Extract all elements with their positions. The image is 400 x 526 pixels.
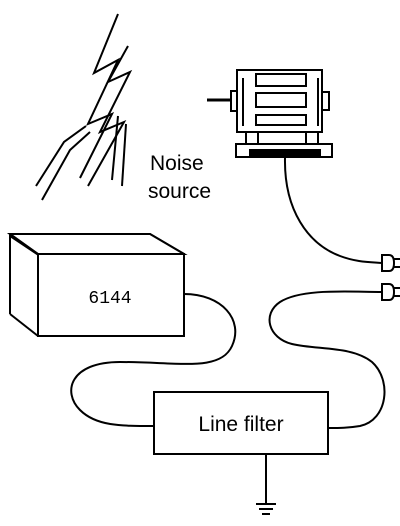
instrument-label: 6144: [88, 289, 131, 309]
noise-label-line2: source: [148, 180, 211, 203]
power-plug-icon: [381, 254, 400, 272]
noise-label-line1: Noise: [150, 152, 204, 175]
power-plug-icon-2: [381, 283, 400, 301]
instrument-cable: [70, 293, 237, 427]
instrument-6144-box: [6, 233, 188, 337]
filter-cable: [268, 290, 386, 429]
lightning-bolt-icon: [35, 13, 133, 201]
motor-icon: [207, 69, 333, 158]
motor-cable: [283, 157, 383, 264]
filter-label: Line filter: [198, 413, 283, 436]
ground-symbol-icon: [256, 454, 276, 515]
line-filter-box: [153, 391, 329, 455]
